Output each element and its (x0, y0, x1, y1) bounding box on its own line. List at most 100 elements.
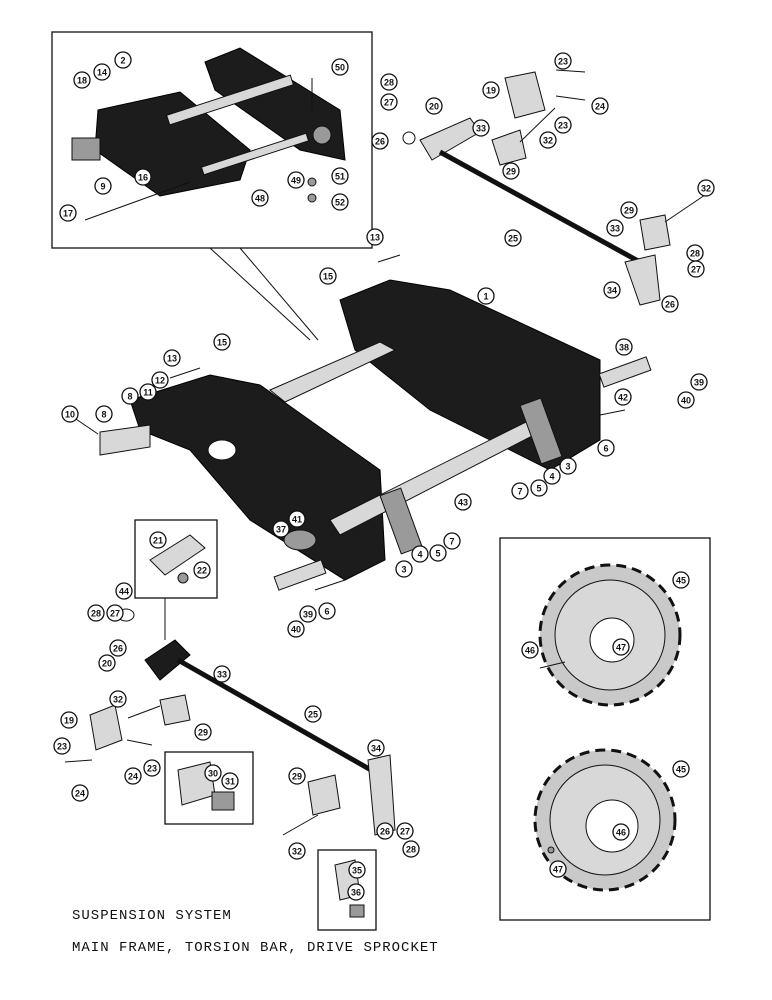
frame-plate-8 (99, 424, 151, 456)
callout-45: 45 (672, 571, 690, 589)
callout-27: 27 (106, 604, 124, 622)
callout-27: 27 (396, 822, 414, 840)
link-41 (273, 559, 327, 591)
callout-circle (115, 582, 133, 600)
callout-18: 18 (73, 71, 91, 89)
callout-25: 25 (304, 705, 322, 723)
callout-circle (661, 295, 679, 313)
callout-circle (288, 510, 306, 528)
callout-number: 27 (384, 98, 394, 108)
upper-cap-29 (491, 129, 527, 166)
callout-circle (425, 97, 443, 115)
callout-circle (612, 638, 630, 656)
callout-circle (606, 219, 624, 237)
callout-number: 27 (110, 609, 120, 619)
callout-number: 39 (694, 378, 704, 388)
callout-number: 30 (208, 769, 218, 779)
callout-number: 41 (292, 515, 302, 525)
callout-number: 32 (543, 136, 553, 146)
callout-number: 43 (458, 498, 468, 508)
callout-number: 27 (691, 265, 701, 275)
callout-circle (614, 388, 632, 406)
callout-circle (221, 772, 239, 790)
callout-circle (318, 602, 336, 620)
callout-number: 47 (553, 865, 563, 875)
callout-number: 29 (292, 772, 302, 782)
callout-19: 19 (482, 81, 500, 99)
callout-circle (194, 723, 212, 741)
upper-cap-29b (639, 214, 671, 251)
callout-number: 24 (128, 772, 138, 782)
callout-10: 10 (61, 405, 79, 423)
callout-circle (443, 532, 461, 550)
inset-arm-35 (317, 849, 377, 931)
callout-41: 41 (288, 510, 306, 528)
frame-bolt-13 (169, 367, 201, 379)
callout-number: 32 (292, 847, 302, 857)
callout-number: 14 (97, 68, 107, 78)
upper-torsion-bar-25 (438, 149, 642, 265)
callout-number: 28 (690, 249, 700, 259)
callout-1: 1 (477, 287, 495, 305)
callout-number: 8 (127, 392, 132, 402)
callout-number: 4 (549, 472, 554, 482)
callout-11: 11 (139, 383, 157, 401)
callout-36: 36 (347, 883, 365, 901)
callout-number: 47 (616, 643, 626, 653)
cap-29c (159, 694, 191, 726)
callout-number: 37 (276, 525, 286, 535)
callout-circle (429, 544, 447, 562)
callout-15: 15 (213, 333, 231, 351)
callout-circle (251, 189, 269, 207)
bolt-6b (314, 579, 346, 591)
callout-number: 20 (429, 102, 439, 112)
callout-29: 29 (288, 767, 306, 785)
callout-51: 51 (331, 167, 349, 185)
callout-circle (73, 71, 91, 89)
callout-29: 29 (620, 201, 638, 219)
callout-circle (60, 711, 78, 729)
callout-26: 26 (109, 639, 127, 657)
arm-34b (367, 754, 396, 836)
callout-circle (411, 545, 429, 563)
callout-12: 12 (151, 371, 169, 389)
callout-22: 22 (193, 561, 211, 579)
callout-17: 17 (59, 204, 77, 222)
callout-circle (477, 287, 495, 305)
callout-number: 49 (291, 176, 301, 186)
callout-circle (697, 179, 715, 197)
callout-4: 4 (543, 467, 561, 485)
callout-number: 36 (351, 888, 361, 898)
callout-52: 52 (331, 193, 349, 211)
callout-number: 12 (155, 376, 165, 386)
callout-21: 21 (149, 531, 167, 549)
callout-circle (287, 620, 305, 638)
callout-number: 50 (335, 63, 345, 73)
callout-45: 45 (672, 760, 690, 778)
callout-circle (139, 383, 157, 401)
callout-32: 32 (539, 131, 557, 149)
callout-25: 25 (504, 229, 522, 247)
callout-number: 34 (607, 286, 617, 296)
callout-circle (288, 767, 306, 785)
callout-circle (504, 229, 522, 247)
callout-number: 26 (375, 137, 385, 147)
callout-circle (396, 822, 414, 840)
callout-8: 8 (121, 387, 139, 405)
callout-23: 23 (53, 737, 71, 755)
callout-number: 15 (323, 272, 333, 282)
callout-39: 39 (690, 373, 708, 391)
callout-number: 33 (476, 124, 486, 134)
callout-15: 15 (319, 267, 337, 285)
inset-cap-30-31 (164, 751, 254, 825)
callout-circle (304, 705, 322, 723)
caption-line-1: SUSPENSION SYSTEM (72, 908, 232, 924)
callout-26: 26 (661, 295, 679, 313)
link-plate-4b (379, 487, 423, 555)
main-frame-left-rail (129, 374, 386, 581)
inset-left-rail (94, 91, 251, 197)
callout-30: 30 (204, 764, 222, 782)
